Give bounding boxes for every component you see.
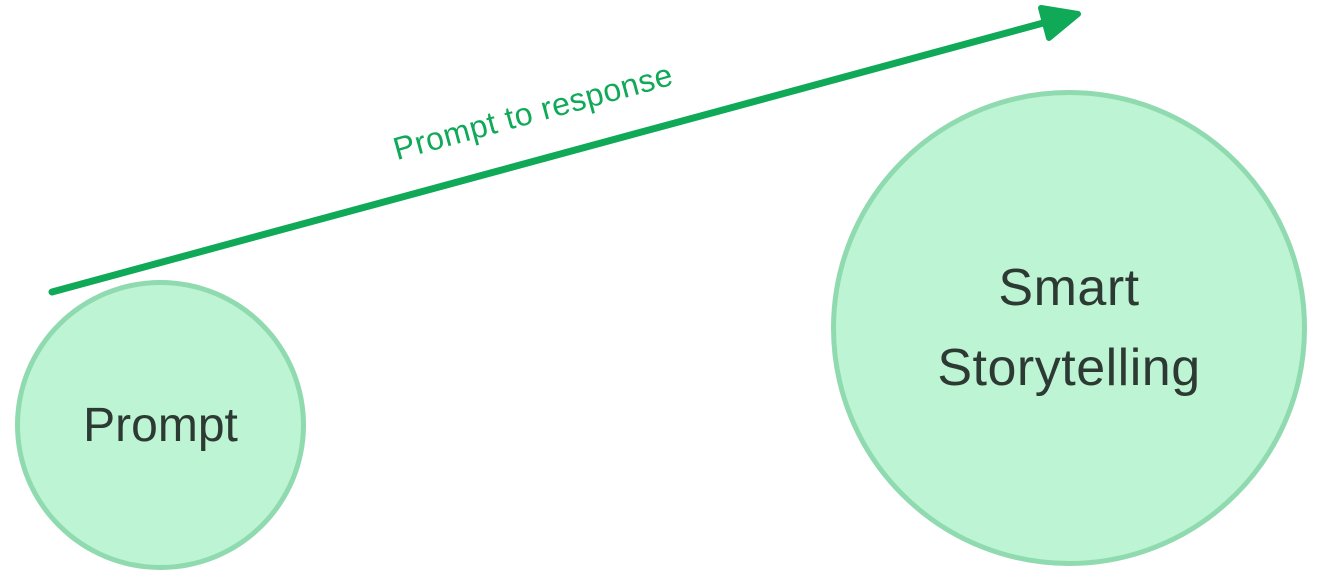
arrow-head-outline xyxy=(1038,5,1081,41)
arrow-label: Prompt to response xyxy=(389,56,677,168)
arrow-head-icon xyxy=(1041,8,1078,38)
node-smart-storytelling-label-line-2: Storytelling xyxy=(937,339,1201,397)
node-prompt: Prompt xyxy=(15,280,306,570)
node-smart-storytelling: Smart Storytelling xyxy=(831,90,1307,566)
node-smart-storytelling-label-line-1: Smart xyxy=(998,259,1140,317)
node-prompt-label: Prompt xyxy=(83,398,238,452)
